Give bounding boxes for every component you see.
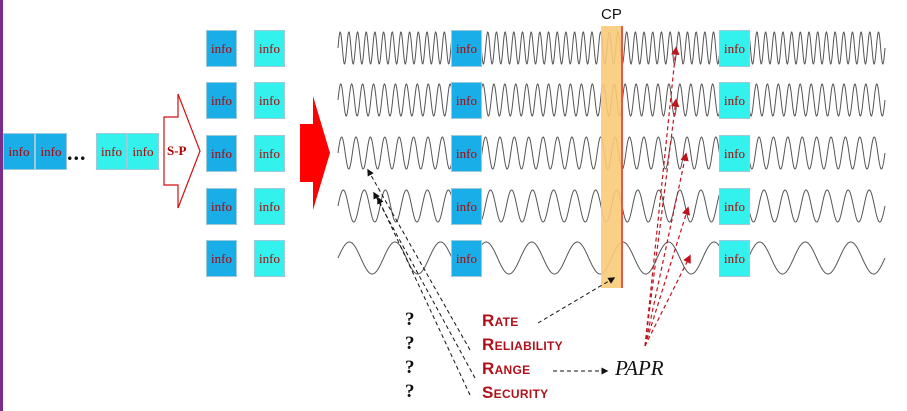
wave-info-r2-a: info: [451, 82, 482, 119]
papr-label: PAPR: [615, 356, 664, 380]
parallel-info-r1-a: info: [206, 30, 237, 67]
metric-reliability: Reliability: [482, 335, 563, 354]
wave-info-r3-a: info: [451, 135, 482, 172]
cp-band: [601, 26, 623, 288]
serial-info-1: info: [3, 133, 35, 170]
wave-info-r1-a: info: [451, 30, 482, 67]
left-border: [0, 0, 3, 411]
question-mark-4: ?: [405, 381, 415, 402]
parallel-info-r3-a: info: [206, 135, 237, 172]
wave-info-r4-a: info: [451, 188, 482, 225]
parallel-info-r2-a: info: [206, 82, 237, 119]
ellipsis: ...: [67, 140, 87, 165]
question-mark-3: ?: [405, 357, 415, 378]
papr-arrow-5: [644, 254, 691, 347]
question-mark-1: ?: [405, 309, 415, 330]
serial-info-4: info: [127, 133, 159, 170]
wave-info-r4-b: info: [719, 188, 750, 225]
wave-info-r5-b: info: [719, 240, 750, 277]
papr-arrow-3: [644, 152, 689, 347]
parallel-info-r5-a: info: [206, 240, 237, 277]
parallel-info-r3-b: info: [254, 135, 285, 172]
papr-arrow-2: [644, 98, 680, 347]
parallel-info-r5-b: info: [254, 240, 285, 277]
sp-label: S-P: [167, 143, 187, 158]
modulation-arrow: [300, 96, 330, 210]
parallel-info-r2-b: info: [254, 82, 285, 119]
serial-info-3: info: [96, 133, 127, 170]
parallel-info-r1-b: info: [254, 30, 285, 67]
question-mark-2: ?: [405, 333, 415, 354]
range-arrow: [373, 191, 476, 379]
parallel-info-r4-b: info: [254, 188, 285, 225]
papr-arrow-1: [644, 46, 680, 347]
cp-label: CP: [601, 6, 622, 23]
metric-range: Range: [482, 359, 531, 378]
wave-info-r3-b: info: [719, 135, 750, 172]
wave-info-r1-b: info: [719, 30, 750, 67]
security-arrow: [377, 196, 471, 396]
sp-arrow: [163, 93, 201, 209]
metric-security: Security: [482, 383, 549, 402]
wave-info-r2-b: info: [719, 82, 750, 119]
papr-arrow-4: [644, 206, 691, 347]
wave-info-r5-a: info: [451, 240, 482, 277]
parallel-info-r4-a: info: [206, 188, 237, 225]
metric-rate: Rate: [482, 311, 519, 330]
serial-info-2: info: [35, 133, 67, 170]
rate-arrow: [537, 277, 616, 324]
